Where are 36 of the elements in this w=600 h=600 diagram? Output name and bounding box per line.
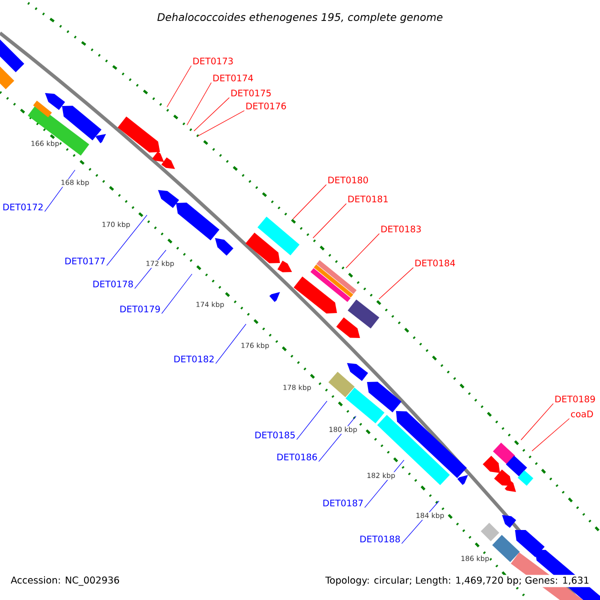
gene-label: DET0184 [415,260,455,266]
gene-label: DET0189 [555,396,595,402]
leader-line [292,184,327,220]
leader-line [194,97,230,132]
gene-label: DET0183 [381,226,421,232]
gene-label: DET0176 [246,102,286,110]
leader-line [106,214,148,266]
gene-label: DET0185 [255,432,295,438]
gene-label: DET0173 [193,58,233,64]
leader-line [312,203,347,238]
leader-line [378,267,414,300]
leader-line [161,274,192,314]
title: Dehalococcoides ethenogenes 195, complete genome [157,12,442,24]
gene-label: DET0175 [231,90,271,96]
leader-line [198,110,245,136]
gene-label: DET0177 [65,258,105,264]
gene-label: DET0179 [120,306,160,312]
leader-line [532,418,570,452]
gene-label: DET0188 [360,536,400,542]
gene-label: DET0172 [3,204,43,210]
gene-label: DET0178 [93,280,133,288]
leader-line [186,82,212,126]
leader-line [166,65,192,108]
gene-label: DET0186 [277,454,317,460]
gene-label: DET0180 [328,176,368,184]
leader-line [215,324,246,364]
leader-line [296,400,328,440]
leader-line [520,403,554,440]
footer-text: Topology: circular; Length: 1,469,720 bp; Genes: 1,631 [324,574,591,588]
gene-label: DET0181 [348,196,388,202]
gene-label: DET0187 [323,500,363,506]
footer-text: Accession: NC_002936 [9,574,122,588]
gene-label: DET0182 [174,356,214,362]
gene-label: DET0174 [213,74,253,82]
leader-line [346,233,380,268]
gene-label: coaD [571,410,593,418]
